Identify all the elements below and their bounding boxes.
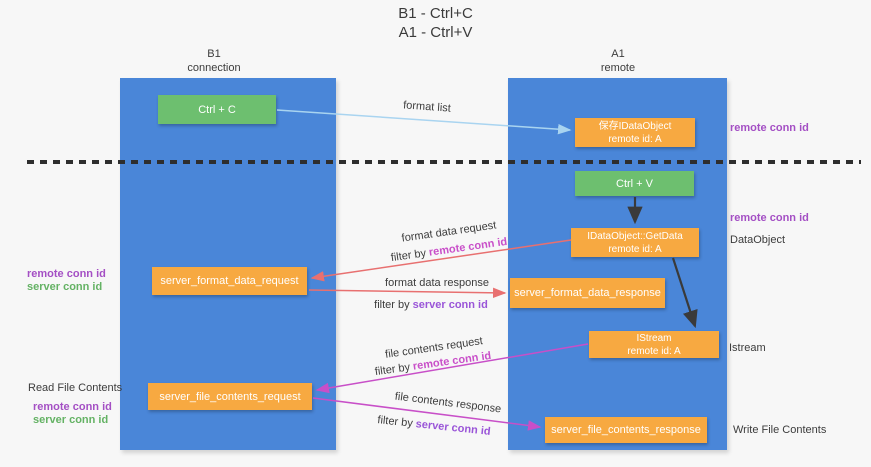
node-istream-line1: IStream: [636, 332, 672, 344]
annotation-left-remote-conn-id-1: remote conn id: [27, 268, 106, 280]
node-ctrl-v: Ctrl + V: [575, 171, 694, 196]
lane-header-a1-name: A1: [611, 48, 625, 60]
server-conn-id-key-2: server conn id: [415, 418, 492, 438]
node-server-file-contents-request-label: server_file_contents_request: [159, 390, 301, 403]
node-server-format-data-response-label: server_format_data_response: [514, 287, 661, 299]
format-data-response-arrow: [308, 287, 507, 299]
node-server-file-contents-request: server_file_contents_request: [148, 383, 312, 410]
node-idataobject-getdata-line2: remote id: A: [608, 243, 662, 255]
lane-header-b1: B1 connection: [187, 47, 240, 76]
lane-header-a1-role: remote: [600, 62, 636, 75]
filter-by-text-3: filter by: [374, 361, 411, 379]
annotation-read-file-contents: Read File Contents: [28, 382, 123, 394]
edge-label-format-list: format list: [402, 99, 452, 115]
node-ctrl-c-label: Ctrl + C: [198, 103, 236, 116]
filter-by-text-1: filter by: [390, 247, 427, 265]
diagram-title: B1 - Ctrl+C A1 - Ctrl+V: [0, 5, 871, 43]
node-ctrl-v-label: Ctrl + V: [616, 177, 653, 190]
annotation-istream: Istream: [729, 342, 766, 354]
node-idataobject-getdata-line1: IDataObject::GetData: [587, 230, 683, 242]
remote-conn-id-key-1: remote conn id: [428, 235, 508, 259]
node-idataobject-getdata: IDataObject::GetData remote id: A: [571, 228, 699, 257]
edge-label-format-data-response: format data response: [385, 277, 489, 289]
node-server-format-data-request: server_format_data_request: [152, 267, 307, 295]
annotation-left-remote-conn-id-2: remote conn id: [33, 401, 112, 413]
annotation-left-server-conn-id-2: server conn id: [33, 414, 109, 426]
annotation-remote-conn-id-mid: remote conn id: [730, 212, 809, 224]
node-save-idataobject-line2: remote id: A: [608, 133, 662, 145]
title-line-1: B1 - Ctrl+C: [398, 5, 473, 22]
lane-header-a1: A1 remote: [601, 47, 635, 76]
node-istream: IStream remote id: A: [589, 331, 719, 358]
node-server-file-contents-response: server_file_contents_response: [545, 417, 707, 443]
node-server-file-contents-response-label: server_file_contents_response: [551, 424, 701, 436]
annotation-remote-conn-id-top: remote conn id: [730, 122, 809, 134]
title-line-2: A1 - Ctrl+V: [398, 23, 473, 41]
server-conn-id-key-1: server conn id: [412, 299, 488, 311]
node-save-idataobject-line1: 保存IDataObject: [598, 120, 672, 132]
annotation-write-file-contents: Write File Contents: [733, 424, 827, 436]
edge-label-file-contents-response: file contents response: [394, 390, 502, 416]
lane-header-b1-name: B1: [207, 48, 221, 60]
annotation-left-server-conn-id-1: server conn id: [27, 281, 103, 293]
node-server-format-data-response: server_format_data_response: [510, 278, 665, 308]
node-server-format-data-request-label: server_format_data_request: [160, 275, 299, 287]
node-istream-line2: remote id: A: [627, 345, 681, 357]
node-save-idataobject: 保存IDataObject remote id: A: [575, 118, 695, 147]
filter-by-text-2: filter by: [374, 299, 410, 311]
node-ctrl-c: Ctrl + C: [158, 95, 276, 124]
lane-header-b1-role: connection: [187, 62, 241, 75]
annotation-dataobject: DataObject: [730, 234, 786, 246]
filter-by-text-4: filter by: [376, 414, 414, 430]
